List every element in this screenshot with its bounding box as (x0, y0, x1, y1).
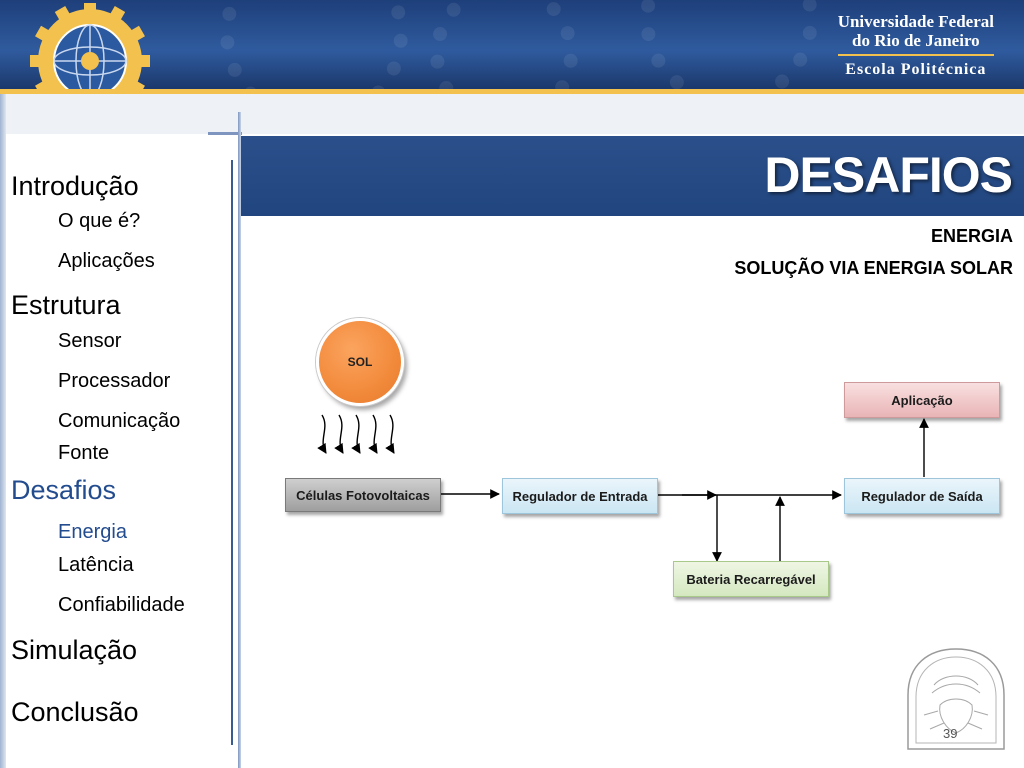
title-bar: DESAFIOS (241, 136, 1024, 216)
subtitle-solucao: SOLUÇÃO VIA ENERGIA SOLAR (734, 258, 1013, 278)
left-edge-bar (0, 94, 6, 768)
nav-latencia[interactable]: Latência (58, 554, 134, 576)
slide-title: DESAFIOS (764, 147, 1013, 203)
nav-sensor[interactable]: Sensor (58, 330, 122, 352)
nav-aplicacoes[interactable]: Aplicações (58, 250, 155, 272)
sun-node: SOL (316, 318, 404, 406)
escola-politecnica-logo (30, 3, 150, 92)
nav-desafios[interactable]: Desafios (11, 475, 117, 505)
sun-ray (351, 414, 361, 454)
photovoltaic-cells-box: Células Fotovoltaicas (285, 478, 441, 512)
ufrj-seal-icon (907, 648, 1005, 750)
sun-ray (317, 414, 327, 454)
nav-energia[interactable]: Energia (58, 521, 127, 543)
nav-simulacao[interactable]: Simulação (11, 635, 138, 665)
university-line-2: do Rio de Janeiro (852, 31, 980, 50)
sun-ray (334, 414, 344, 454)
gold-divider (837, 54, 994, 56)
rechargeable-battery-box: Bateria Recarregável (673, 561, 829, 597)
light-band (0, 94, 1024, 134)
nav-introducao[interactable]: Introdução (11, 171, 139, 201)
header-gold-stripe (0, 89, 1024, 94)
header-banner: Universidade Federal do Rio de Janeiro E… (0, 0, 1024, 92)
school-name: Escola Politécnica (845, 61, 987, 78)
nav-comunicacao[interactable]: Comunicação (58, 410, 181, 432)
sun-ray (368, 414, 378, 454)
nav-conclusao[interactable]: Conclusão (11, 697, 139, 727)
university-line-1: Universidade Federal (837, 12, 994, 31)
nav-estrutura[interactable]: Estrutura (11, 290, 121, 320)
nav-confiabilidade[interactable]: Confiabilidade (58, 594, 185, 616)
university-name: Universidade Federal do Rio de Janeiro E… (837, 12, 994, 79)
application-box: Aplicação (844, 382, 1000, 418)
page-number: 39 (943, 726, 958, 741)
output-regulator-box: Regulador de Saída (844, 478, 1000, 514)
nav-o-que-e[interactable]: O que é? (58, 210, 141, 232)
frame-corner-line (208, 132, 242, 135)
nav-fonte[interactable]: Fonte (58, 442, 110, 464)
subtitle-energia: ENERGIA (930, 226, 1013, 246)
sun-rays (317, 414, 395, 454)
sidebar-divider (231, 160, 233, 745)
input-regulator-box: Regulador de Entrada (502, 478, 658, 514)
sun-ray (385, 414, 395, 454)
nav-processador[interactable]: Processador (58, 370, 171, 392)
frame-vertical-line (238, 112, 241, 768)
